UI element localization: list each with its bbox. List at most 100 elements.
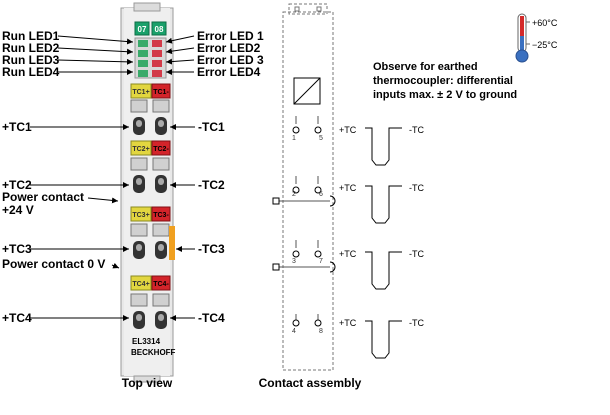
contact-pair-1: 1 5 bbox=[292, 116, 323, 142]
pin-8-label: 8 bbox=[319, 328, 323, 335]
temp-max-label: +60°C bbox=[532, 18, 558, 28]
label-error-led2: Error LED2 bbox=[197, 41, 261, 55]
tag-tc1-minus-text: TC1- bbox=[153, 89, 169, 96]
pin-1-label: 1 bbox=[292, 135, 296, 142]
power-contact-bar bbox=[169, 226, 175, 260]
label-run-led4: Run LED4 bbox=[2, 65, 60, 79]
pin-2-label: 2 bbox=[292, 191, 296, 198]
thermocouple-4: +TC -TC bbox=[339, 318, 424, 359]
label-error-led4: Error LED4 bbox=[197, 65, 261, 79]
release-slot-4a[interactable] bbox=[130, 293, 148, 307]
thermocouple-1: +TC -TC bbox=[339, 125, 424, 166]
label-power-contact-24v-1: Power contact bbox=[2, 190, 84, 204]
tc-symbol-4-plus: +TC bbox=[339, 318, 357, 328]
pin-7-label: 7 bbox=[319, 258, 323, 265]
contact-pair-2: 2 6 bbox=[292, 176, 323, 198]
note-line-3: inputs max. ± 2 V to ground bbox=[373, 89, 517, 101]
run-led-3 bbox=[138, 60, 148, 67]
tc-symbol-1-minus: -TC bbox=[409, 125, 424, 135]
label-tc3-plus: +TC3 bbox=[2, 242, 32, 256]
label-run-led3: Run LED3 bbox=[2, 53, 60, 67]
led-07-label: 07 bbox=[138, 25, 147, 34]
pin-4-label: 4 bbox=[292, 328, 296, 335]
channel-block-3: TC3+ TC3- bbox=[130, 206, 175, 260]
tag-tc3-plus bbox=[130, 206, 152, 222]
tc-symbol-1-plus: +TC bbox=[339, 125, 357, 135]
earth-note: Observe for earthed thermocoupler: diffe… bbox=[373, 61, 517, 101]
note-line-2: thermocoupler: differential bbox=[373, 75, 513, 87]
temp-min-label: −25°C bbox=[532, 40, 558, 50]
label-tc3-minus: -TC3 bbox=[198, 242, 225, 256]
error-led-2 bbox=[152, 50, 162, 57]
label-tc4-plus: +TC4 bbox=[2, 311, 32, 325]
tc-symbol-2-minus: -TC bbox=[409, 183, 424, 193]
contact-pair-3: 3 7 bbox=[292, 240, 323, 265]
thermocouple-3: +TC -TC bbox=[339, 249, 424, 290]
tag-tc3-minus bbox=[151, 206, 171, 222]
caption-top-view: Top view bbox=[122, 376, 173, 390]
brand-label: BECKHOFF bbox=[131, 348, 176, 357]
release-slot-2b[interactable] bbox=[152, 157, 170, 171]
label-error-led3: Error LED 3 bbox=[197, 53, 264, 67]
release-slot-1b[interactable] bbox=[152, 99, 170, 113]
label-power-contact-24v-2: +24 V bbox=[2, 203, 34, 217]
led-08-label: 08 bbox=[155, 25, 164, 34]
tag-tc2-plus-text: TC2+ bbox=[132, 146, 149, 153]
label-error-led1: Error LED 1 bbox=[197, 29, 264, 43]
channel-block-2: TC2+ TC2- bbox=[130, 140, 171, 193]
tc-symbol-2-plus: +TC bbox=[339, 183, 357, 193]
run-led-1 bbox=[138, 40, 148, 47]
label-tc4-minus: -TC4 bbox=[198, 311, 225, 325]
error-led-4 bbox=[152, 70, 162, 77]
converter-symbol bbox=[293, 77, 321, 105]
release-slot-1a[interactable] bbox=[130, 99, 148, 113]
tc-symbol-3-minus: -TC bbox=[409, 249, 424, 259]
caption-contact-assembly: Contact assembly bbox=[259, 376, 362, 390]
note-line-1: Observe for earthed bbox=[373, 61, 478, 73]
tc-symbol-4-minus: -TC bbox=[409, 318, 424, 328]
led-block-top: 07 08 bbox=[134, 21, 167, 36]
contact-assembly: 1 5 2 6 3 7 bbox=[272, 3, 336, 371]
release-slot-3b[interactable] bbox=[152, 223, 170, 237]
tag-tc4-plus bbox=[130, 275, 152, 291]
tag-tc2-minus-text: TC2- bbox=[153, 146, 169, 153]
left-annotations: Run LED1 Run LED2 Run LED3 Run LED4 +TC1… bbox=[2, 29, 134, 325]
run-led-4 bbox=[138, 70, 148, 77]
label-run-led1: Run LED1 bbox=[2, 29, 60, 43]
tag-tc4-plus-text: TC4+ bbox=[132, 281, 149, 288]
tag-tc4-minus-text: TC4- bbox=[153, 281, 169, 288]
tc-symbol-3-plus: +TC bbox=[339, 249, 357, 259]
tag-tc1-plus bbox=[130, 83, 152, 99]
release-slot-3a[interactable] bbox=[130, 223, 148, 237]
tag-tc4-minus bbox=[151, 275, 171, 291]
thermometer-icon bbox=[515, 13, 530, 63]
led-rows bbox=[134, 37, 167, 79]
tag-tc1-plus-text: TC1+ bbox=[132, 89, 149, 96]
label-power-contact-0v: Power contact 0 V bbox=[2, 257, 105, 271]
label-tc1-minus: -TC1 bbox=[198, 120, 225, 134]
channel-block-4: TC4+ TC4- bbox=[130, 275, 171, 329]
led-green-08 bbox=[151, 21, 167, 36]
model-label: EL3314 bbox=[132, 337, 161, 346]
tag-tc3-minus-text: TC3- bbox=[153, 212, 169, 219]
run-led-2 bbox=[138, 50, 148, 57]
tag-tc2-plus bbox=[130, 140, 152, 156]
pin-3-label: 3 bbox=[292, 258, 296, 265]
channel-block-1: TC1+ TC1- bbox=[130, 83, 171, 135]
label-run-led2: Run LED2 bbox=[2, 41, 60, 55]
error-led-1 bbox=[152, 40, 162, 47]
pin-5-label: 5 bbox=[319, 135, 323, 142]
release-slot-2a[interactable] bbox=[130, 157, 148, 171]
label-tc2-minus: -TC2 bbox=[198, 178, 225, 192]
label-tc1-plus: +TC1 bbox=[2, 120, 32, 134]
tag-tc1-minus bbox=[151, 83, 171, 99]
contact-pair-4: 4 8 bbox=[292, 314, 323, 335]
right-annotations: Error LED 1 Error LED2 Error LED 3 Error… bbox=[165, 29, 264, 325]
error-led-3 bbox=[152, 60, 162, 67]
release-slot-4b[interactable] bbox=[152, 293, 170, 307]
led-green-07 bbox=[134, 21, 150, 36]
thermocouple-2: +TC -TC bbox=[339, 183, 424, 224]
pin-6-label: 6 bbox=[319, 191, 323, 198]
label-tc2-plus: +TC2 bbox=[2, 178, 32, 192]
